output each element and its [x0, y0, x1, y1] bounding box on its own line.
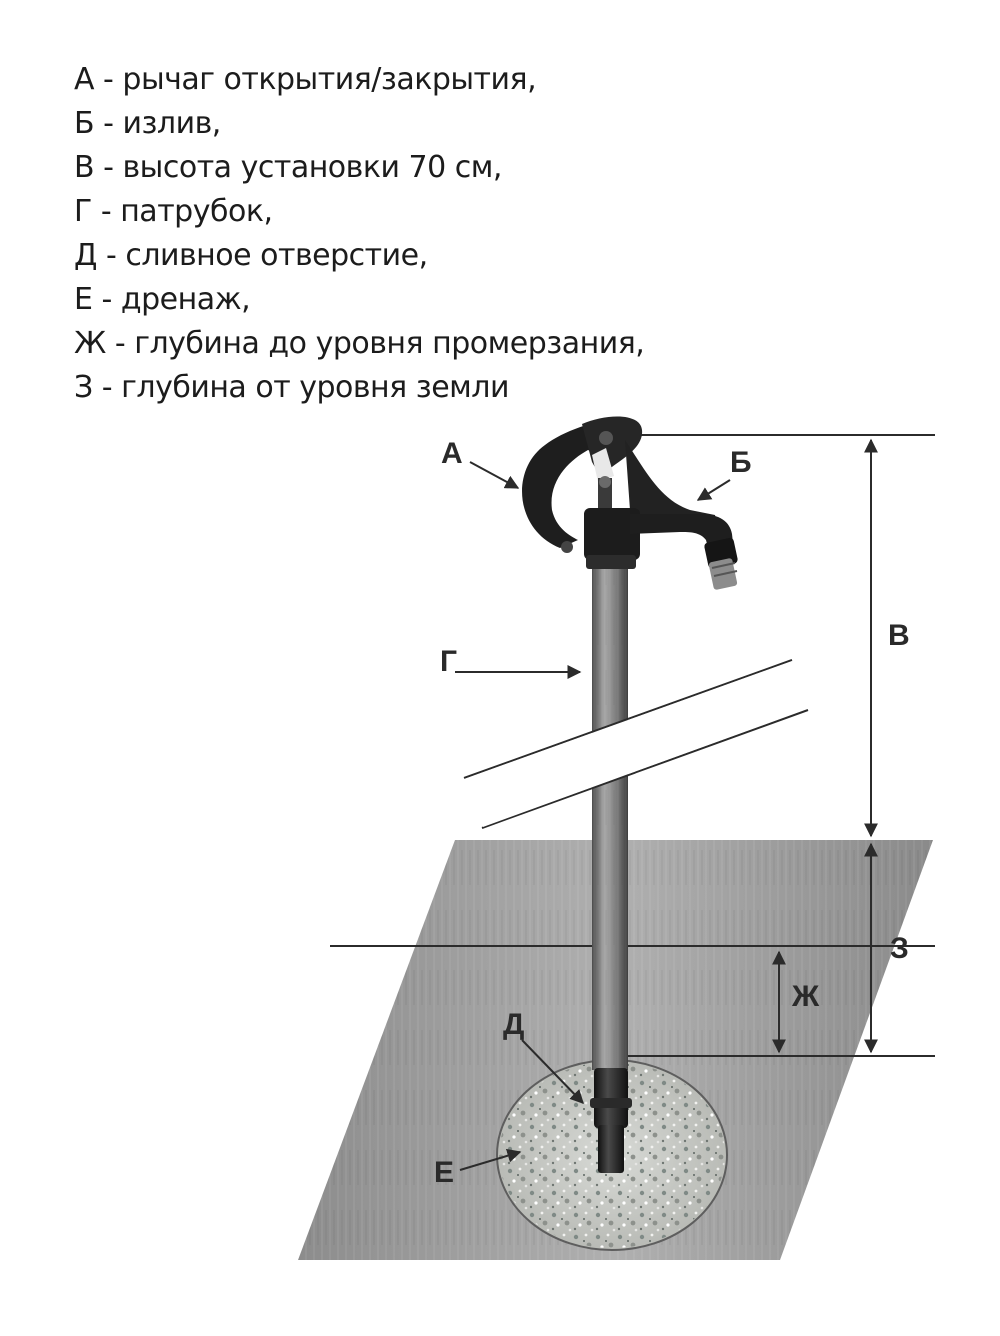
break-line-bottom [481, 709, 809, 829]
pointer-a [469, 461, 520, 489]
pointer-d [521, 1039, 584, 1105]
pointer-e [459, 1148, 522, 1171]
label-b: Б [730, 446, 752, 479]
label-a: А [441, 437, 463, 470]
label-e: Е [434, 1156, 454, 1189]
break-line-top [463, 659, 793, 779]
label-d: Д [503, 1008, 524, 1041]
valve-tail [598, 1125, 624, 1173]
legend-list: А - рычаг открытия/закрытия, Б - излив, … [74, 58, 645, 410]
break-gap [464, 661, 807, 827]
label-g: Г [440, 645, 457, 678]
legend-item-e: Е - дренаж, [74, 282, 251, 317]
legend-item-a: А - рычаг открытия/закрытия, [74, 62, 537, 97]
hydrant-head [522, 416, 738, 590]
valve-collar [590, 1098, 632, 1108]
pipe-texture [592, 560, 628, 1070]
legend-item-z: З - глубина от уровня земли [74, 370, 509, 405]
label-v: В [888, 619, 910, 652]
legend-item-b: Б - излив, [74, 106, 221, 141]
label-zh: Ж [791, 980, 820, 1013]
legend-item-d: Д - сливное отверстие, [74, 238, 428, 273]
pointer-b [696, 479, 731, 501]
legend-item-zh: Ж - глубина до уровня промерзания, [74, 326, 645, 361]
label-z: З [890, 932, 909, 965]
legend-item-v: В - высота установки 70 см, [74, 150, 502, 185]
legend-item-g: Г - патрубок, [74, 194, 273, 229]
